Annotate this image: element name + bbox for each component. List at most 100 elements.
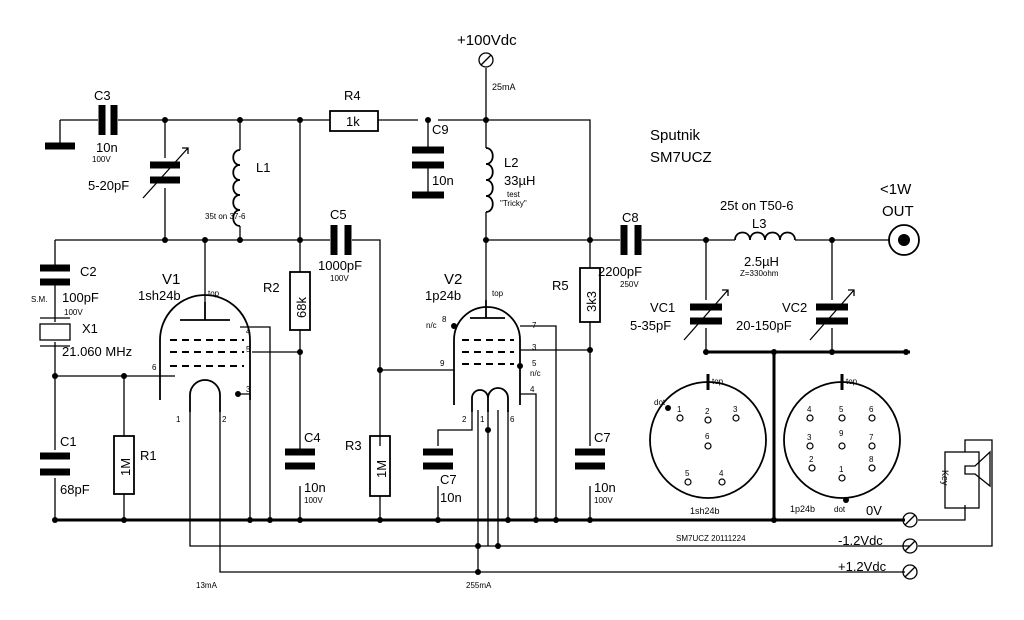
gnd-label: 0V [866,503,882,518]
current-255: 255mA [466,581,492,590]
c2-value: 100pF [62,290,99,305]
wires [54,68,993,573]
resistors [113,110,601,497]
r1-ref: R1 [140,448,157,463]
v2-pin2: 2 [462,415,467,424]
vc2-value: 20-150pF [736,318,792,333]
pos-label: +1.2Vdc [838,559,887,574]
base-1sh24b [649,374,767,499]
b2-pin1: 1 [839,465,844,474]
l2-note1: test [507,190,521,199]
title-line2: SM7UCZ [650,149,712,166]
b1-name: 1sh24b [690,506,720,516]
c1-value: 68pF [60,482,90,497]
c7b-rating: 100V [594,496,613,505]
c8-ref: C8 [622,210,639,225]
current-13: 13mA [196,581,218,590]
capacitors [39,105,855,476]
l2-ref: L2 [504,155,518,170]
c2-ref: C2 [80,264,97,279]
v1-pin1: 1 [176,415,181,424]
c3-ref: C3 [94,88,111,103]
c7a-value: 10n [440,490,462,505]
labels: Sputnik SM7UCZ +100Vdc 25mA 0V -1.2Vdc +… [31,32,950,590]
r3-ref: R3 [345,438,362,453]
c2-rating: 100V [64,308,83,317]
c2-sm: S.M. [31,295,47,304]
v1-pin2: 2 [222,415,227,424]
b2-pin8: 8 [869,455,874,464]
v2-pin6: 6 [510,415,515,424]
c7b-ref: C7 [594,430,611,445]
c9-ref: C9 [432,122,449,137]
v1-pin4: 4 [246,327,251,336]
r4-ref: R4 [344,88,361,103]
r3-value: 1M [374,460,389,478]
tube-v1 [159,294,251,412]
v2-ref: V2 [444,271,462,288]
r1-value: 1M [118,458,133,476]
b2-name: 1p24b [790,504,815,514]
v1-top: top [208,289,220,298]
inductors [232,147,796,241]
c7b-value: 10n [594,480,616,495]
c3-value: 10n [96,140,118,155]
b2-top: top [846,377,858,386]
c7a-ref: C7 [440,472,457,487]
r5-value: 3k3 [584,291,599,312]
v2-top: top [492,289,504,298]
b2-pin4: 4 [807,405,812,414]
l2-note2: "Tricky" [500,199,527,208]
b1-pin5: 5 [685,469,690,478]
l2-value: 33µH [504,173,535,188]
l3-note: 25t on T50-6 [720,198,793,213]
v1-pin6: 6 [152,363,157,372]
x1-ref: X1 [82,321,98,336]
x1-value: 21.060 MHz [62,344,132,359]
v1-ref: V1 [162,271,180,288]
v2-pin1: 1 [480,415,485,424]
b1-pin6: 6 [705,432,710,441]
vc1-value: 5-35pF [630,318,671,333]
v2-type: 1p24b [425,288,461,303]
r4-value: 1k [346,114,360,129]
v2-pin9: 9 [440,359,445,368]
tube-v2 [451,300,523,412]
v2-pin3: 3 [532,343,537,352]
c5-rating: 100V [330,274,349,283]
r2-value: 68k [294,297,309,318]
r5-ref: R5 [552,278,569,293]
vc2-ref: VC2 [782,300,807,315]
terminals [45,52,920,580]
l1-note: 35t on 37-6 [205,212,246,221]
b1-pin4: 4 [719,469,724,478]
out-line2: OUT [882,203,914,220]
neg-label: -1.2Vdc [838,533,883,548]
c3-rating: 100V [92,155,111,164]
b2-dot: dot [834,505,846,514]
b1-pin2: 2 [705,407,710,416]
b2-pin7: 7 [869,433,874,442]
b1-pin3: 3 [733,405,738,414]
credit: SM7UCZ 20111224 [676,534,746,543]
out-line1: <1W [880,181,912,198]
b1-dot: dot [654,398,666,407]
base-1p24b [783,374,901,503]
c8-rating: 250V [620,280,639,289]
c4-ref: C4 [304,430,321,445]
v2-pin5: 5 [532,359,537,368]
r2-ref: R2 [263,280,280,295]
c1-ref: C1 [60,434,77,449]
v2-pin4: 4 [530,385,535,394]
b2-pin6: 6 [869,405,874,414]
b2-pin9: 9 [839,429,844,438]
v1-type: 1sh24b [138,288,181,303]
c5-value: 1000pF [318,258,362,273]
key-label: Key [940,470,950,486]
v2-nc-right: n/c [530,369,541,378]
b2-pin2: 2 [809,455,814,464]
v1-pin3: 3 [246,385,251,394]
l3-z: Z=330ohm [740,269,779,278]
title-line1: Sputnik [650,127,701,144]
